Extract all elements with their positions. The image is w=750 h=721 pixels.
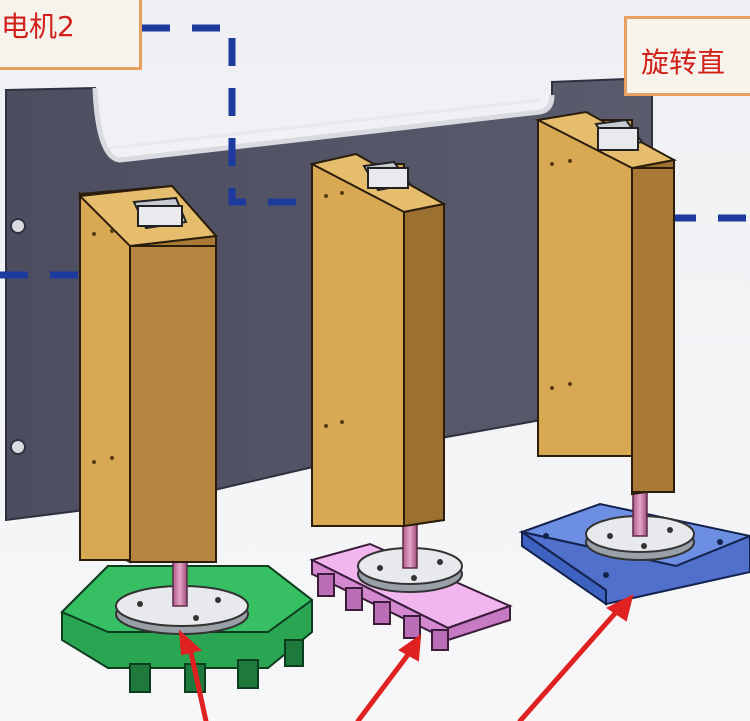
- tool-fixture-3: [518, 110, 750, 606]
- callout-label-motor: 电机2: [0, 0, 142, 70]
- callout-label-rotary: 旋转直: [624, 16, 750, 96]
- arrow-head-icon: [178, 629, 203, 656]
- red-arrows: [178, 594, 634, 721]
- dashed-leader-lines: [0, 24, 750, 279]
- tool-fixture-2: [309, 152, 513, 651]
- tool-fixture-1: [60, 184, 314, 693]
- arrow-head-icon: [606, 594, 634, 622]
- spindle-rod: [402, 519, 418, 569]
- plate-hole-icon: [10, 218, 26, 234]
- plate-hole-icon: [10, 439, 26, 455]
- spindle-rod: [172, 555, 188, 607]
- spindle-rod: [632, 487, 648, 537]
- arrow-head-icon: [398, 633, 422, 662]
